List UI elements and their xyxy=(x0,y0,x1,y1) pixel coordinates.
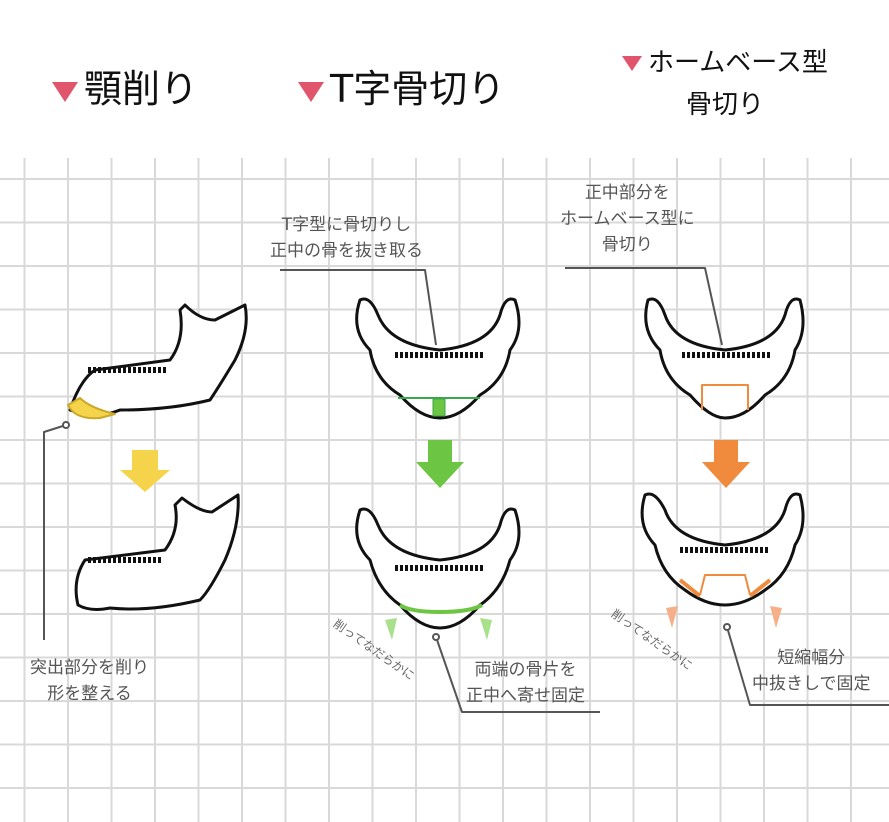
arrow-up-right-green-icon xyxy=(385,618,397,640)
front-jaw-t-after xyxy=(355,507,521,630)
label-line: 正中の骨を抜き取る xyxy=(270,241,423,261)
label-line: ホームベース型に xyxy=(560,209,695,229)
label-homebase-top: 正中部分をホームベース型に骨切り xyxy=(560,180,695,258)
label-line: 正中へ寄せ固定 xyxy=(466,686,585,706)
label-line: 形を整える xyxy=(47,684,132,704)
title-text: 顎削り xyxy=(84,67,199,111)
grid-background xyxy=(0,158,889,822)
side-jaw-after xyxy=(74,493,240,611)
label-t-bottom: 両端の骨片を正中へ寄せ固定 xyxy=(466,657,585,709)
label-line: 中抜きしで固定 xyxy=(752,674,871,694)
arrow-up-left-orange-icon xyxy=(770,606,782,628)
label-line: 短縮幅分 xyxy=(777,648,846,668)
front-jaw-homebase-before xyxy=(644,297,805,420)
arrow-up-left-green-icon xyxy=(480,618,492,640)
arrow-down-green-icon xyxy=(416,440,464,488)
label-line: 突出部分を削り xyxy=(30,658,149,678)
title-t-osteotomy: T字骨切り xyxy=(298,58,505,113)
label-t-top: T字型に骨切りし正中の骨を抜き取る xyxy=(270,212,423,264)
label-line: 両端の骨片を xyxy=(474,660,577,680)
title-text: ホームベース型 xyxy=(648,48,828,78)
label-line: 骨切り xyxy=(601,235,653,255)
label-line: T字型に骨切りし xyxy=(281,215,412,235)
label-jaw-shave: 突出部分を削り形を整える xyxy=(30,655,149,707)
arrow-up-right-orange-icon xyxy=(666,606,678,628)
side-jaw-before xyxy=(67,303,248,420)
front-jaw-homebase-after xyxy=(640,492,805,607)
front-jaw-t-before xyxy=(355,297,521,420)
triangle-marker-icon xyxy=(52,81,78,102)
arrow-down-yellow-icon xyxy=(120,450,170,492)
triangle-marker-icon xyxy=(622,56,642,71)
arrow-down-orange-icon xyxy=(702,440,750,488)
label-homebase-bottom: 短縮幅分中抜きしで固定 xyxy=(752,645,871,697)
triangle-marker-icon xyxy=(298,81,324,102)
title-text: T字骨切り xyxy=(330,67,506,111)
title-text: 骨切り xyxy=(685,90,764,120)
title-homebase-osteotomy: ホームベース型骨切り xyxy=(622,42,828,126)
label-line: 正中部分を xyxy=(584,183,670,203)
title-jaw-shaving: 顎削り xyxy=(52,58,198,113)
